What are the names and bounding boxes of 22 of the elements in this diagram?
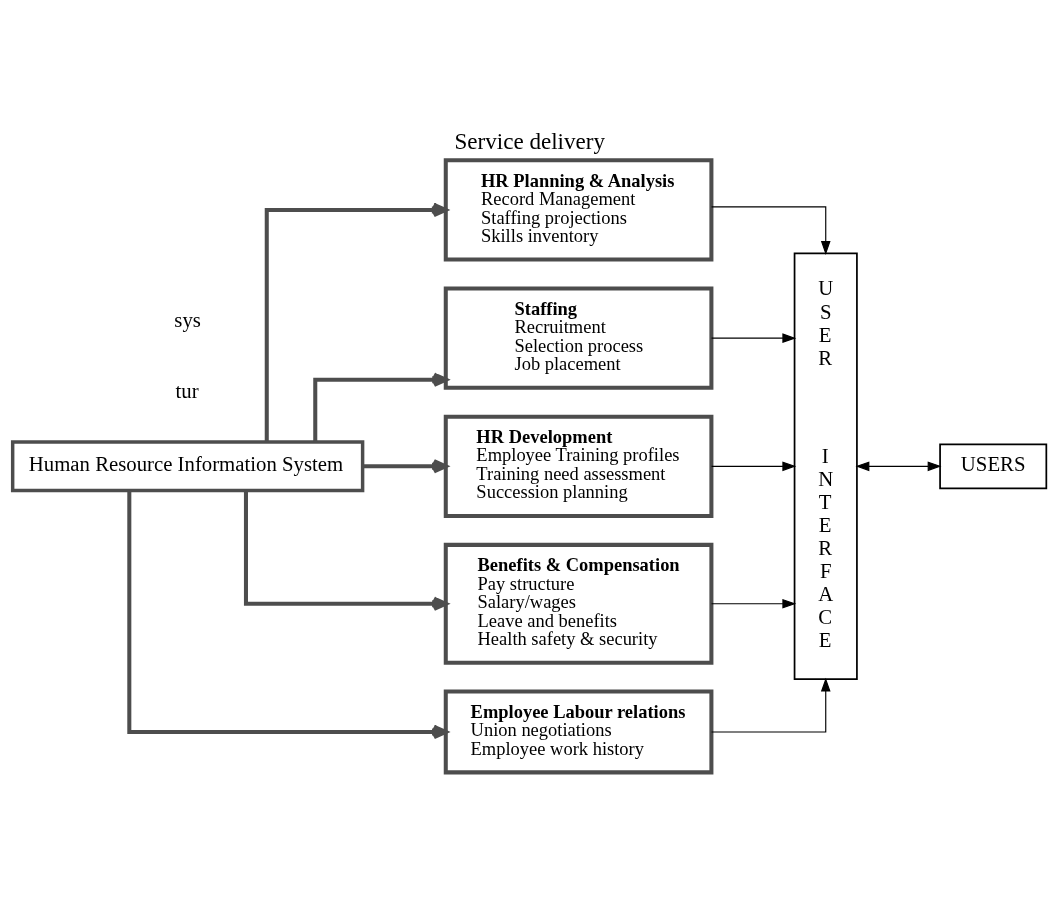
arrow bbox=[711, 333, 797, 343]
node-box: USER INTERFACE bbox=[793, 252, 858, 681]
arrow bbox=[711, 677, 831, 733]
node-box: Human Resource Information System bbox=[10, 440, 365, 493]
arrow bbox=[313, 372, 448, 442]
arrow bbox=[711, 206, 831, 255]
label: tur bbox=[175, 378, 199, 402]
arrow bbox=[711, 598, 797, 609]
arrow bbox=[127, 490, 448, 740]
arrow bbox=[711, 461, 797, 472]
node-box: HR Development Employee Training profiles Training need assessment Succession planning bbox=[443, 414, 714, 518]
arrow bbox=[363, 459, 448, 474]
node-box: Staffing Recruitment Selection process Job placement bbox=[443, 286, 714, 390]
diagram-title: Service delivery bbox=[454, 127, 606, 154]
node-box: Employee Labour relations Union negotiations Employee work history bbox=[443, 689, 714, 775]
node-box: HR Planning & Analysis Record Management Staffing projections Skills inventory bbox=[443, 158, 714, 262]
arrow bbox=[264, 202, 448, 442]
arrow bbox=[243, 490, 448, 611]
arrow bbox=[855, 461, 942, 472]
label: sys bbox=[174, 308, 201, 332]
node-box: Benefits & Compensation Pay structure Salary/wages Leave and benefits Health safety & security bbox=[443, 542, 714, 665]
node-box: USERS bbox=[939, 443, 1048, 490]
